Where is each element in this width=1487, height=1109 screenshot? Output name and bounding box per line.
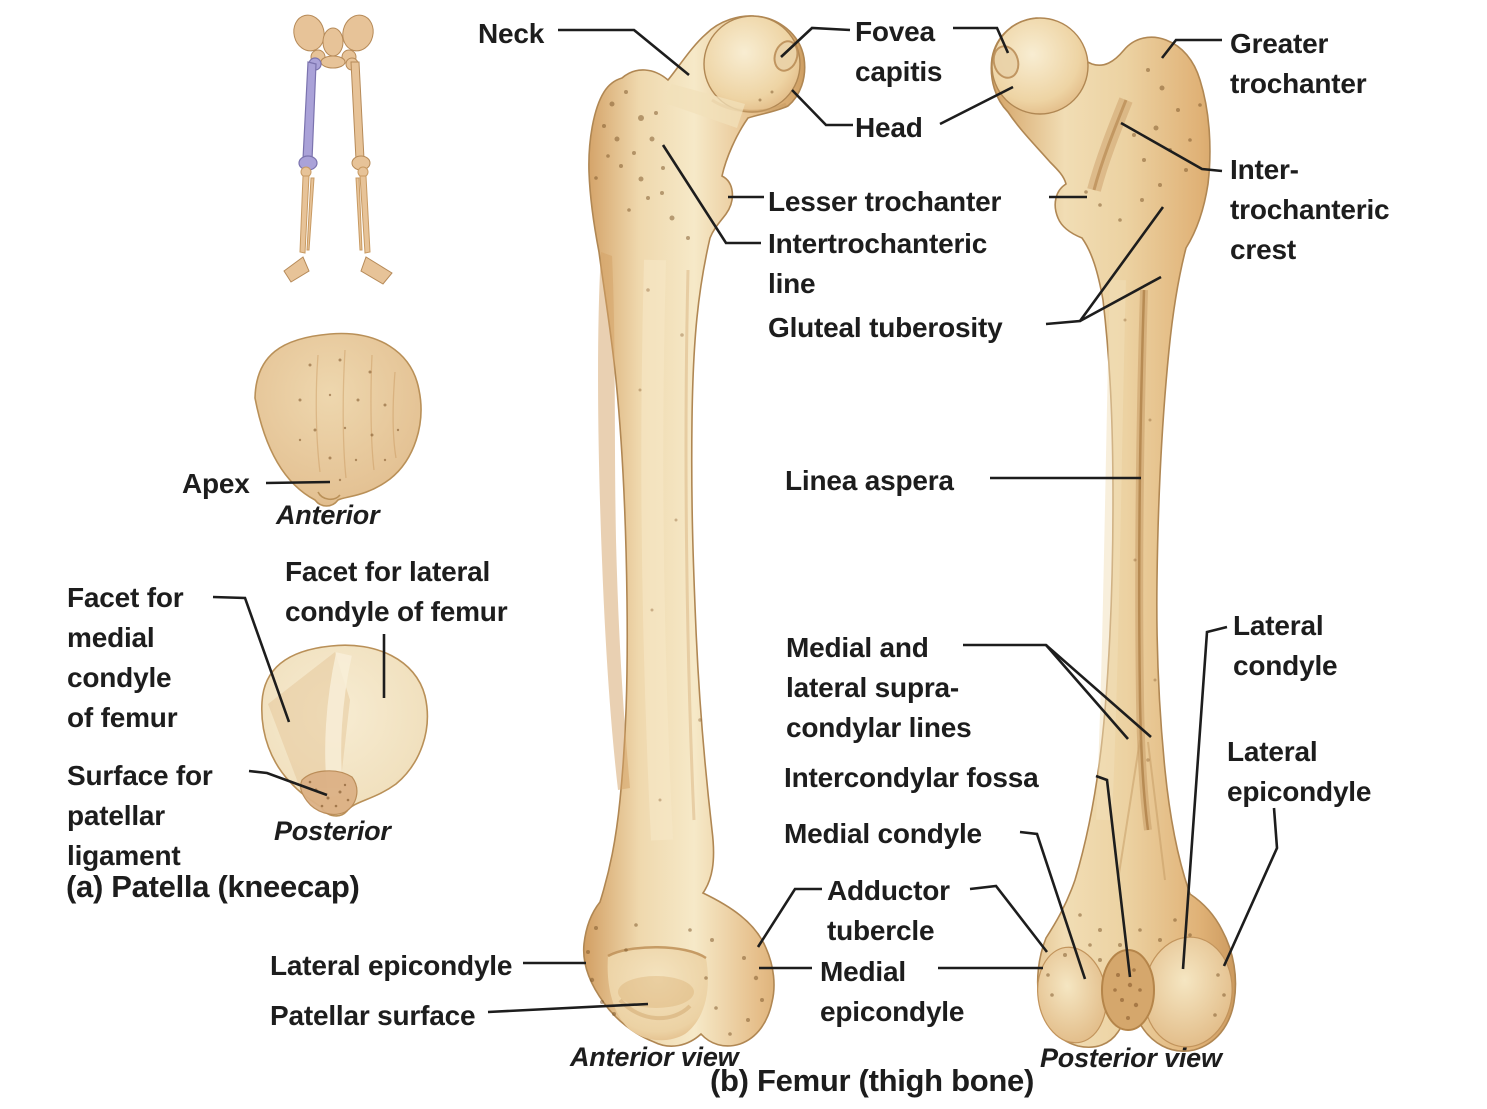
label-apex: Apex	[182, 468, 250, 499]
label-intercondylar-fossa: Intercondylar fossa	[784, 762, 1039, 793]
label-intertrochanteric-line: Intertrochanteric line	[768, 228, 988, 299]
label-neck: Neck	[478, 18, 545, 49]
label-greater-trochanter: Greater trochanter	[1230, 28, 1367, 99]
patella-posterior-illustration	[261, 644, 429, 817]
label-lateral-epicondyle-posterior: Lateral epicondyle	[1227, 736, 1372, 807]
label-lateral-condyle: Lateral condyle	[1233, 610, 1338, 681]
label-adductor-tubercle: Adductor tubercle	[827, 875, 950, 946]
label-supracondylar-lines: Medial and lateral supra- condylar lines	[786, 632, 972, 743]
label-intertrochanteric-crest: Inter- trochanteric crest	[1230, 154, 1390, 265]
leader-lines	[212, 26, 1279, 1014]
panel-b-title: (b) Femur (thigh bone)	[710, 1063, 1035, 1098]
label-facet-lateral-condyle: Facet for lateral condyle of femur	[285, 556, 508, 627]
caption-anterior-view: Anterior view	[570, 1042, 739, 1072]
label-medial-condyle: Medial condyle	[784, 818, 982, 849]
femur-anterior-illustration	[582, 15, 806, 1047]
label-lesser-trochanter: Lesser trochanter	[768, 186, 1002, 217]
panel-a-title: (a) Patella (kneecap)	[66, 869, 360, 904]
caption-patella-posterior: Posterior	[274, 816, 391, 846]
mini-skeleton-figure	[283, 14, 393, 285]
label-medial-epicondyle: Medial epicondyle	[820, 956, 965, 1027]
caption-patella-anterior: Anterior	[276, 500, 380, 530]
label-head: Head	[855, 112, 923, 143]
label-facet-medial-condyle: Facet for medial condyle of femur	[67, 582, 184, 733]
label-patellar-surface: Patellar surface	[270, 1000, 476, 1031]
highlighted-femur	[298, 57, 322, 171]
caption-posterior-view: Posterior view	[1040, 1043, 1222, 1073]
label-lateral-epicondyle-anterior: Lateral epicondyle	[270, 950, 513, 981]
patella-anterior-illustration	[254, 332, 422, 507]
femur-posterior-illustration	[990, 17, 1237, 1052]
label-surface-patellar-ligament: Surface for patellar ligament	[67, 760, 213, 871]
label-gluteal-tuberosity: Gluteal tuberosity	[768, 312, 1003, 343]
label-fovea-capitis: Fovea capitis	[855, 16, 943, 87]
label-linea-aspera: Linea aspera	[785, 465, 954, 496]
